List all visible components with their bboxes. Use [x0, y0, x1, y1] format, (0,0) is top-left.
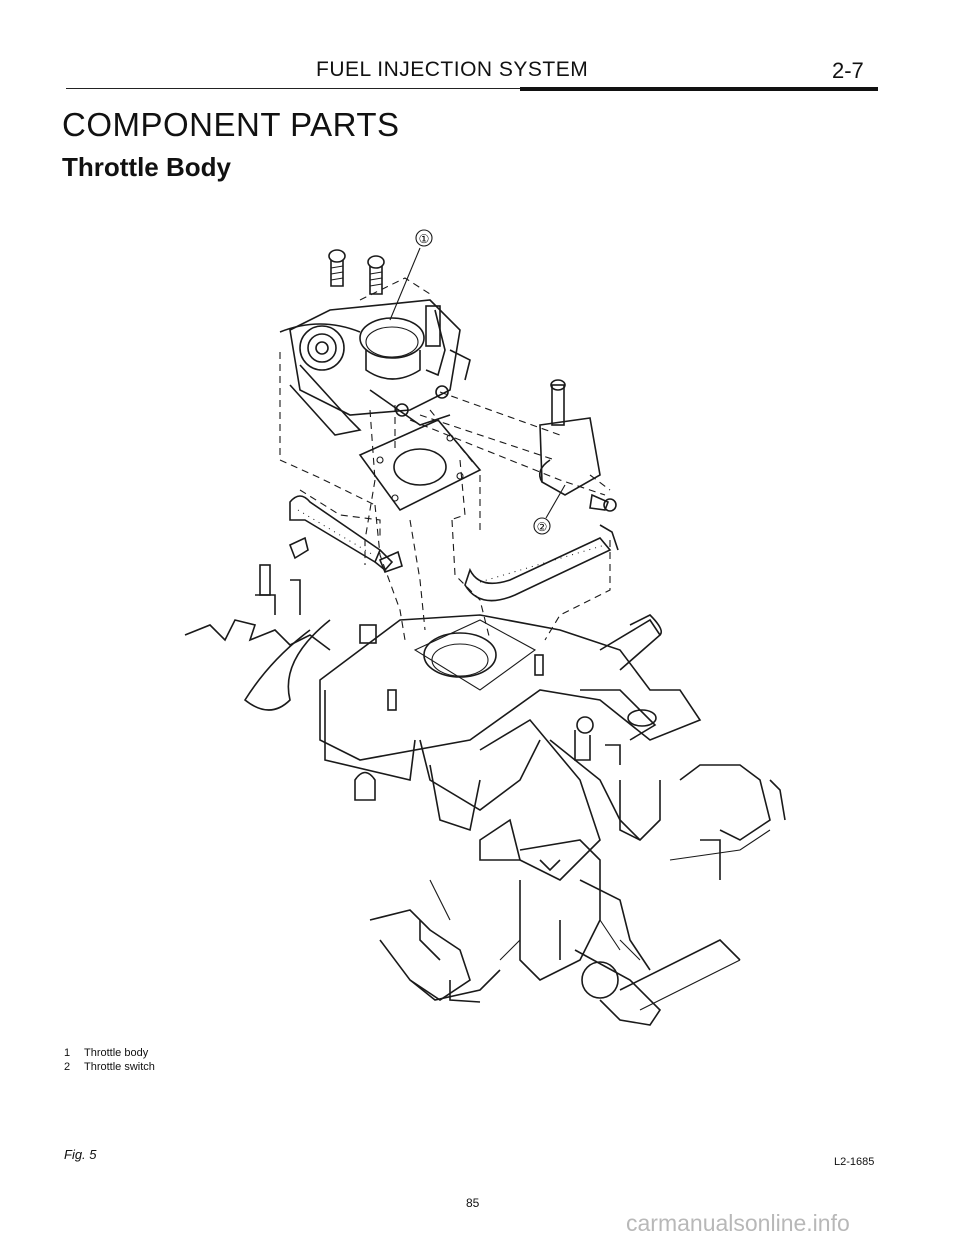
callout-2: ②: [533, 484, 566, 535]
screw-right: [367, 255, 385, 295]
legend-number: 2: [64, 1061, 71, 1073]
figure-label: Fig. 5: [64, 1147, 97, 1162]
callout-1: ①: [389, 229, 433, 321]
throttle-body: [279, 299, 471, 436]
throttle-switch: [539, 379, 617, 512]
legend-label: Throttle body: [84, 1047, 149, 1059]
coolant-hose-right: [464, 524, 619, 602]
page-number: 85: [466, 1196, 480, 1210]
section-number: 2-7: [832, 58, 864, 83]
legend-number: 1: [64, 1047, 71, 1059]
screw-left: [328, 249, 346, 287]
engine-block: [324, 690, 786, 1026]
hose-clamp-center: [378, 550, 403, 574]
legend-item: 2 Throttle switch: [64, 1060, 155, 1074]
page-title: COMPONENT PARTS: [62, 106, 400, 143]
coolant-hose-left: [289, 495, 394, 572]
throttle-body-exploded-diagram: ①: [184, 229, 786, 1026]
page-subtitle: Throttle Body: [62, 152, 231, 182]
svg-text:①: ①: [419, 232, 430, 246]
header-rule-bold: [520, 87, 878, 91]
legend-item: 1 Throttle body: [64, 1046, 155, 1060]
hose-clamp-left: [288, 536, 309, 560]
header-rule: [66, 88, 876, 89]
running-header-title: FUEL INJECTION SYSTEM: [316, 58, 589, 81]
intake-manifold: [184, 614, 702, 765]
legend-label: Throttle switch: [84, 1061, 155, 1073]
svg-text:②: ②: [537, 520, 548, 534]
reference-code: L2-1685: [834, 1156, 875, 1168]
watermark: carmanualsonline.info: [626, 1210, 850, 1236]
throttle-body-gasket: [358, 419, 482, 512]
parts-legend: 1 Throttle body 2 Throttle switch: [64, 1046, 155, 1074]
hose-fitting: [255, 564, 301, 615]
